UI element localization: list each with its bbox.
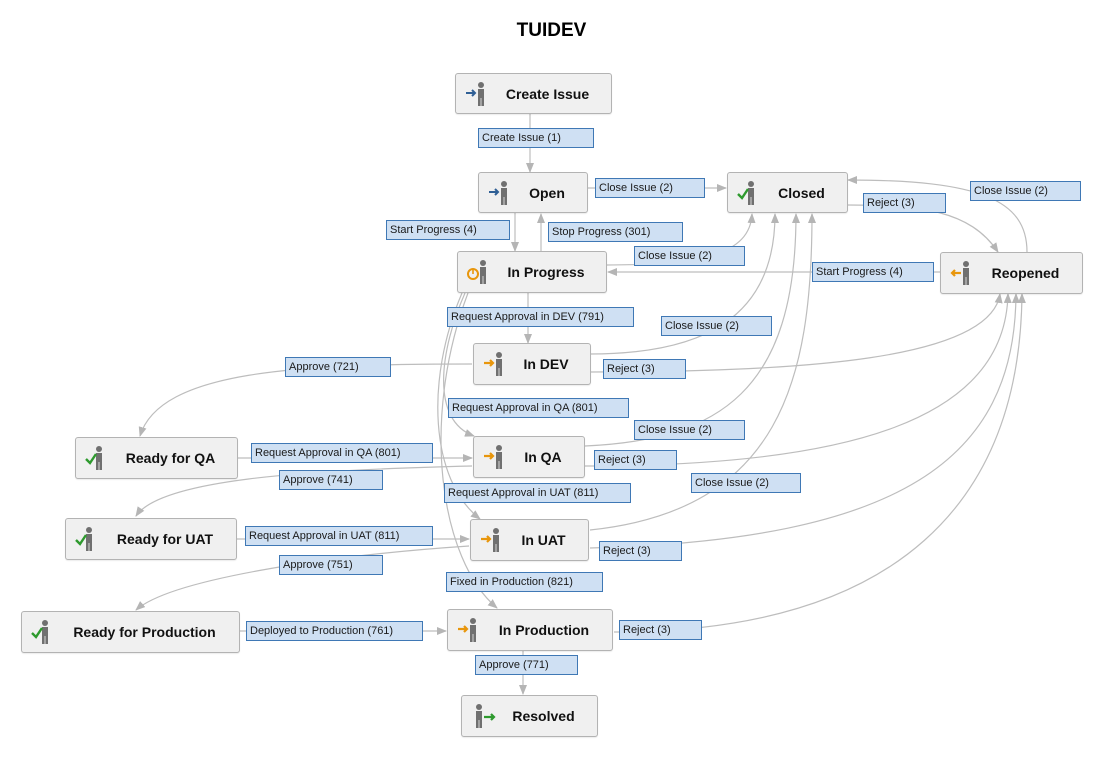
status-name: Open	[529, 184, 565, 201]
status-name: In Production	[498, 622, 590, 638]
status-reopened[interactable]: Reopened	[940, 252, 1083, 294]
transition-fixed-in-production[interactable]: Fixed in Production (821)	[446, 572, 603, 592]
person-check-icon	[31, 620, 48, 644]
edge-inuat-reopened	[589, 293, 1020, 549]
status-name: Closed	[778, 184, 825, 201]
status-name: Ready for UAT	[116, 531, 214, 547]
status-in-production[interactable]: In Production	[447, 609, 613, 651]
edge-inprod-reopened	[613, 293, 1026, 633]
status-in-dev[interactable]: In DEV	[473, 343, 591, 385]
person-progress-icon	[467, 260, 486, 284]
transition-request-approval-uat-readyuat[interactable]: Request Approval in UAT (811)	[245, 526, 433, 546]
edge-inqa-readyuat	[135, 465, 473, 517]
person-arrow-in-icon	[484, 352, 502, 376]
status-ready-for-uat[interactable]: Ready for UAT	[65, 518, 237, 560]
transition-approve-741[interactable]: Approve (741)	[279, 470, 383, 490]
status-name: Ready for Production	[73, 624, 216, 640]
transition-close-issue-inqa[interactable]: Close Issue (2)	[634, 420, 745, 440]
person-enter-icon	[489, 180, 507, 205]
status-name: Reopened	[991, 265, 1060, 281]
person-arrow-in-icon	[458, 618, 476, 642]
person-check-icon	[737, 180, 754, 205]
status-in-progress[interactable]: In Progress	[457, 251, 607, 293]
transition-start-progress-open[interactable]: Start Progress (4)	[386, 220, 510, 240]
status-name: Ready for QA	[125, 450, 216, 466]
status-name: Resolved	[512, 708, 575, 724]
edge-inuat-readyprod	[135, 545, 470, 611]
status-open[interactable]: Open	[478, 172, 588, 213]
person-check-icon	[75, 527, 92, 551]
status-name: Create Issue	[505, 85, 590, 102]
transition-deployed-to-production[interactable]: Deployed to Production (761)	[246, 621, 423, 641]
transition-reject-inprod[interactable]: Reject (3)	[619, 620, 702, 640]
transition-close-issue-reopened[interactable]: Close Issue (2)	[970, 181, 1081, 201]
transition-close-issue-inprogress[interactable]: Close Issue (2)	[634, 246, 745, 266]
transition-request-approval-qa-readyqa[interactable]: Request Approval in QA (801)	[251, 443, 433, 463]
transition-request-approval-qa-inprogress[interactable]: Request Approval in QA (801)	[448, 398, 629, 418]
status-name: In UAT	[521, 532, 566, 548]
transition-request-approval-dev[interactable]: Request Approval in DEV (791)	[447, 307, 634, 327]
status-in-uat[interactable]: In UAT	[470, 519, 589, 561]
status-name: In Progress	[507, 264, 585, 280]
status-name: In QA	[524, 449, 562, 465]
transition-close-issue-open[interactable]: Close Issue (2)	[595, 178, 705, 198]
transition-approve-751[interactable]: Approve (751)	[279, 555, 383, 575]
workflow-title: TUIDEV	[516, 20, 587, 41]
edge-indev-readyqa	[138, 363, 473, 437]
transition-start-progress-reopened[interactable]: Start Progress (4)	[812, 262, 934, 282]
status-in-qa[interactable]: In QA	[473, 436, 585, 478]
transition-reject-closed[interactable]: Reject (3)	[863, 193, 946, 213]
edge-inuat-closed	[589, 213, 816, 531]
transition-request-approval-uat-inprogress[interactable]: Request Approval in UAT (811)	[444, 483, 631, 503]
status-ready-for-qa[interactable]: Ready for QA	[75, 437, 238, 479]
person-arrow-in-icon	[484, 445, 502, 469]
person-arrow-in-icon	[481, 528, 499, 552]
status-create-issue[interactable]: Create Issue	[455, 73, 612, 114]
transition-reject-inuat[interactable]: Reject (3)	[599, 541, 682, 561]
person-check-icon	[85, 446, 102, 470]
person-reopen-icon	[950, 261, 969, 285]
status-ready-for-production[interactable]: Ready for Production	[21, 611, 240, 653]
transition-close-issue-inuat[interactable]: Close Issue (2)	[691, 473, 801, 493]
transition-stop-progress[interactable]: Stop Progress (301)	[548, 222, 683, 242]
status-closed[interactable]: Closed	[727, 172, 848, 213]
transition-reject-indev[interactable]: Reject (3)	[603, 359, 686, 379]
status-resolved[interactable]: Resolved	[461, 695, 598, 737]
person-exit-icon	[476, 704, 496, 728]
transition-approve-771[interactable]: Approve (771)	[475, 655, 578, 675]
status-name: In DEV	[523, 356, 569, 372]
transition-approve-721[interactable]: Approve (721)	[285, 357, 391, 377]
transition-create-issue[interactable]: Create Issue (1)	[478, 128, 594, 148]
transition-close-issue-indev[interactable]: Close Issue (2)	[661, 316, 772, 336]
person-enter-icon	[466, 81, 484, 106]
edge-inqa-closed	[584, 213, 800, 447]
transition-reject-inqa[interactable]: Reject (3)	[594, 450, 677, 470]
edge-inqa-reopened	[584, 293, 1012, 467]
